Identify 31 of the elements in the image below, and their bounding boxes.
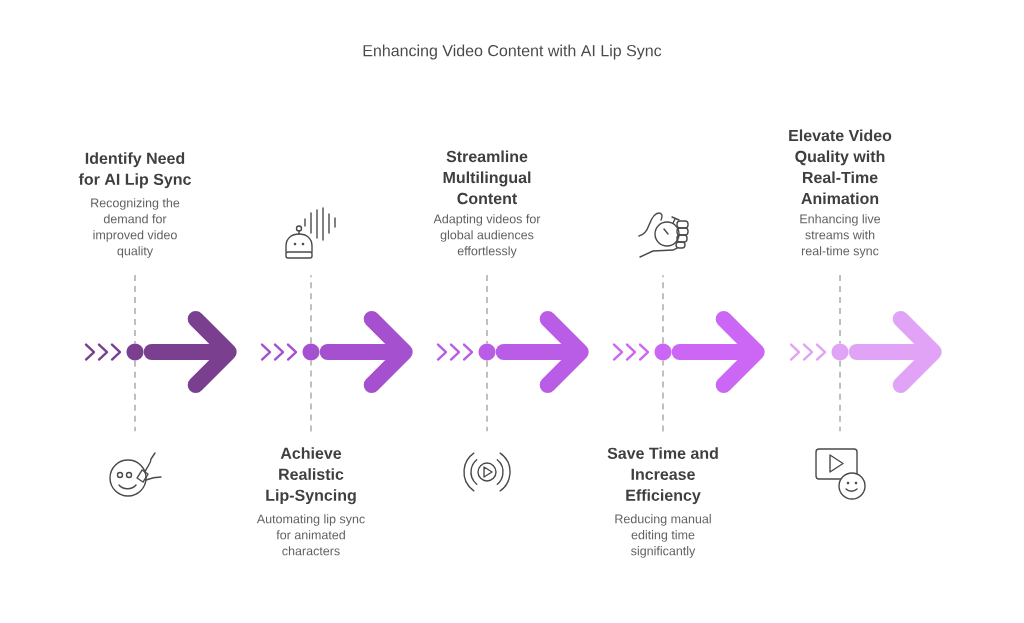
dashed-line xyxy=(134,359,136,433)
dot xyxy=(478,343,496,361)
video-smiley-icon xyxy=(815,448,866,500)
dashed-line xyxy=(662,359,664,433)
step-description: Automating lip sync for animated characters xyxy=(256,514,365,556)
dashed-line xyxy=(310,274,312,345)
step-heading: Save Time and Increase Efficiency xyxy=(607,447,718,505)
dot xyxy=(126,343,144,361)
dot xyxy=(654,343,672,361)
dashed-line xyxy=(839,274,841,345)
step-description: Recognizing the demand for improved video quality xyxy=(91,198,180,258)
title: Enhancing Video Content with AI Lip Sync xyxy=(363,44,662,60)
dot xyxy=(302,343,320,361)
play-broadcast-icon xyxy=(463,452,511,492)
dashed-line xyxy=(662,274,664,345)
dashed-line xyxy=(134,274,136,345)
step-description: Enhancing live streams with real-time sync xyxy=(800,214,881,258)
step-heading: Achieve Realistic Lip-Syncing xyxy=(266,447,356,505)
dot xyxy=(831,343,849,361)
step-heading: Elevate Video Quality with Real-Time Animation xyxy=(789,129,892,205)
dashed-line xyxy=(310,359,312,433)
step-description: Adapting videos for global audiences effortlessly xyxy=(433,214,541,258)
robot-soundwave-icon xyxy=(285,207,336,259)
step-description: Reducing manual editing time significantly xyxy=(615,514,711,558)
hand-stopwatch-icon xyxy=(638,212,689,258)
dashed-line xyxy=(839,359,841,433)
dashed-line xyxy=(486,274,488,345)
smiley-brush-icon xyxy=(109,452,162,497)
step-heading: Streamline Multilingual Content xyxy=(443,150,531,205)
step-heading: Identify Need for AI Lip Sync xyxy=(78,152,191,189)
dashed-line xyxy=(486,359,488,433)
